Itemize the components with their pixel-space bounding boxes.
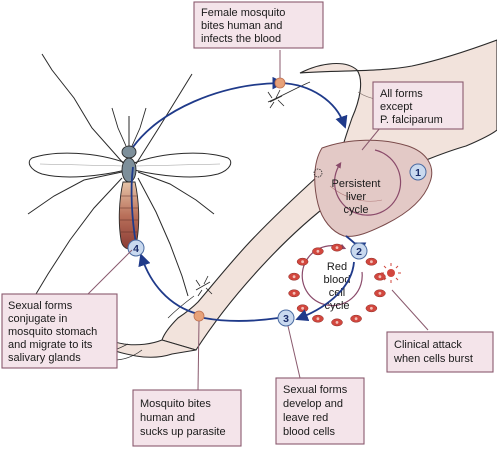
label-mosquito-bites-line-1: Mosquito bites <box>140 398 211 410</box>
red-blood-cell-center <box>355 317 358 320</box>
label-mosquito-bites: Mosquito bites human and sucks up parasi… <box>133 390 241 446</box>
red-blood-cell-center <box>293 275 296 278</box>
red-blood-cell-center <box>317 250 320 253</box>
label-female-mosquito-line-2: bites human and <box>201 20 282 32</box>
label-sexual-develop-line-2: develop and <box>283 398 343 410</box>
label-all-forms: All forms except P. falciparum <box>373 82 463 129</box>
label-mosquito-bites-line-3: sucks up parasite <box>140 426 226 438</box>
red-blood-cell-center <box>370 260 373 263</box>
liver-illustration: Persistent liver cycle <box>314 140 432 236</box>
rbc-cycle-line-1: Red <box>327 261 347 273</box>
stage-1: 1 <box>410 164 426 180</box>
stage-4: 4 <box>128 240 144 256</box>
stage-1-number: 1 <box>415 167 421 179</box>
label-sexual-conjugate-line-1: Sexual forms <box>8 300 73 312</box>
label-all-forms-line-2: except <box>380 101 412 113</box>
stage-2: 2 <box>351 243 367 259</box>
label-sexual-conjugate-line-3: mosquito stomach <box>8 326 97 338</box>
label-sexual-conjugate-line-4: and migrate to its <box>8 339 93 351</box>
label-sexual-conjugate: Sexual forms conjugate in mosquito stoma… <box>2 294 117 368</box>
stage-2-number: 2 <box>356 246 362 258</box>
liver-cycle-line-2: liver <box>346 191 367 203</box>
label-sexual-develop-line-4: blood cells <box>283 426 335 438</box>
label-sexual-develop-line-1: Sexual forms <box>283 384 348 396</box>
label-mosquito-bites-line-2: human and <box>140 412 195 424</box>
label-sexual-conjugate-line-5: salivary glands <box>8 352 81 364</box>
red-blood-cell-center <box>301 260 304 263</box>
label-clinical-attack-line-2: when cells burst <box>393 353 473 365</box>
label-clinical-attack-line-1: Clinical attack <box>394 339 462 351</box>
red-blood-cell-center <box>336 321 339 324</box>
liver-cycle-line-1: Persistent <box>332 178 381 190</box>
red-blood-cell-center <box>379 292 382 295</box>
small-mosquito-shoulder <box>268 90 284 108</box>
burst-cell-icon <box>381 263 401 283</box>
label-all-forms-line-3: P. falciparum <box>380 114 443 126</box>
stage-3: 3 <box>278 310 294 326</box>
stage-4-number: 4 <box>133 243 139 255</box>
bite-marker-top <box>275 78 285 88</box>
red-blood-cell-center <box>317 317 320 320</box>
liver-cycle-line-3: cycle <box>343 204 368 216</box>
label-female-mosquito-line-3: infects the blood <box>201 33 281 45</box>
label-female-mosquito: Female mosquito bites human and infects … <box>194 2 323 48</box>
bite-marker-bottom <box>194 311 204 321</box>
label-sexual-develop-line-3: leave red <box>283 412 328 424</box>
stage-3-number: 3 <box>283 313 289 325</box>
label-female-mosquito-line-1: Female mosquito <box>201 7 285 19</box>
red-blood-cell-center <box>379 275 382 278</box>
label-sexual-conjugate-line-2: conjugate in <box>8 313 67 325</box>
label-sexual-develop: Sexual forms develop and leave red blood… <box>276 378 364 444</box>
red-blood-cell-center <box>336 246 339 249</box>
mosquito-illustration <box>28 54 231 296</box>
red-blood-cell-center <box>370 307 373 310</box>
red-blood-cell-center <box>301 307 304 310</box>
label-all-forms-line-1: All forms <box>380 88 423 100</box>
label-clinical-attack: Clinical attack when cells burst <box>387 332 493 372</box>
red-blood-cell-center <box>293 292 296 295</box>
